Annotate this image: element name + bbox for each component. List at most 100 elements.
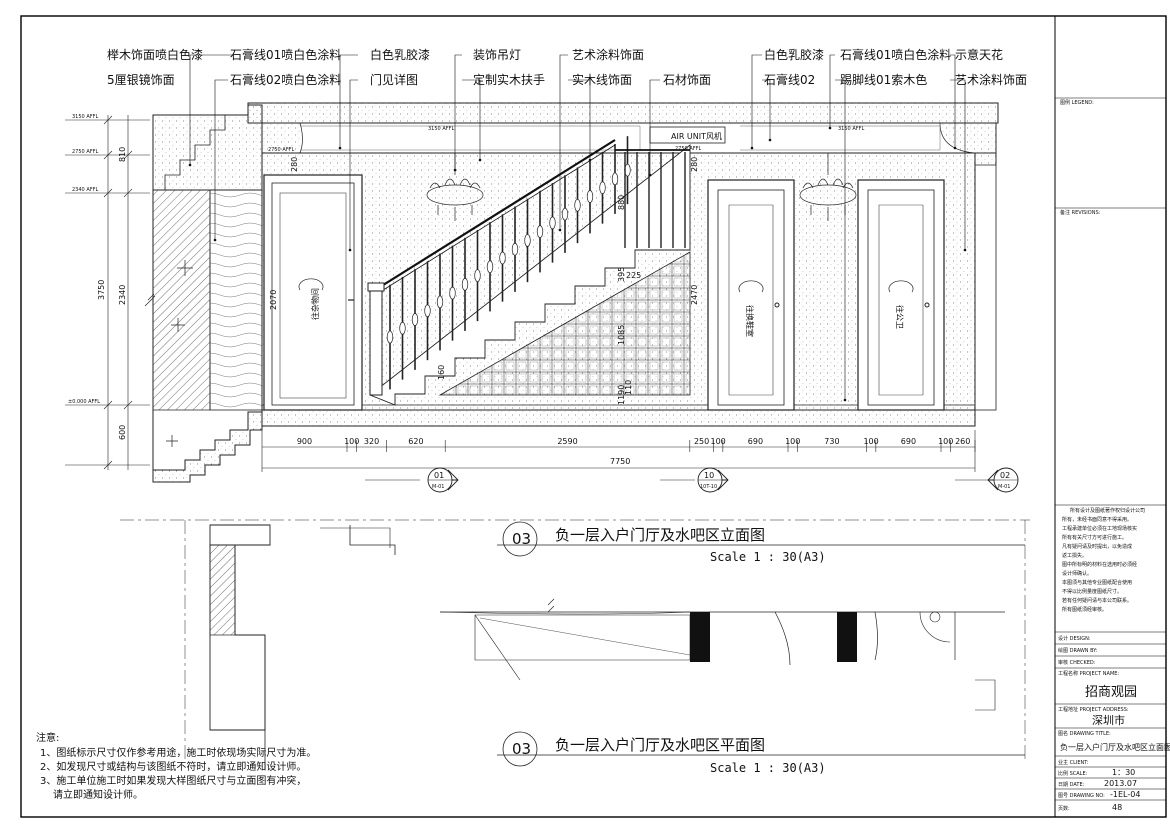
elevation-scale: Scale 1 : 30(A3) bbox=[710, 550, 826, 564]
tb-project-label: 工程名称 PROJECT NAME: bbox=[1058, 670, 1119, 677]
tb-title-label: 图名 DRAWING TITLE: bbox=[1058, 730, 1111, 737]
bottom-dim-label: 260 bbox=[955, 437, 970, 446]
svg-text:所有图纸须经审核。: 所有图纸须经审核。 bbox=[1062, 606, 1107, 613]
svg-text:03: 03 bbox=[512, 530, 531, 548]
baluster-bulb bbox=[574, 198, 581, 212]
dim-1190: 1190 bbox=[617, 385, 626, 405]
dim-110: 110 bbox=[624, 380, 633, 395]
callout-white-latex-right: 白色乳胶漆 bbox=[764, 47, 824, 62]
svg-text:返工损失。: 返工损失。 bbox=[1062, 552, 1087, 559]
callout-wood-line: 实木线饰面 bbox=[572, 72, 632, 87]
level-3150-right: 3150 AFFL bbox=[838, 126, 864, 132]
callout-art-paint: 艺术涂料饰面 bbox=[572, 47, 644, 62]
svg-text:往公卫: 往公卫 bbox=[895, 305, 905, 329]
svg-text:所有，未经书面同意不得采用。: 所有，未经书面同意不得采用。 bbox=[1062, 516, 1132, 523]
svg-text:往换鞋室: 往换鞋室 bbox=[745, 305, 755, 337]
baluster-bulb bbox=[611, 172, 619, 186]
bottom-dimension-lines bbox=[261, 430, 976, 472]
callout-leaders bbox=[189, 54, 966, 400]
note-1: 1、图纸标示尺寸仅作参考用途，施工时依现场实际尺寸为准。 bbox=[40, 746, 316, 759]
callout-skirting: 踢脚线01索木色 bbox=[840, 72, 927, 87]
plan-column-left bbox=[690, 612, 710, 662]
callout-plaster-line-02-right: 石膏线02 bbox=[764, 72, 815, 87]
svg-text:凡有疑问请及时提出，以免造成: 凡有疑问请及时提出，以免造成 bbox=[1062, 543, 1132, 550]
bottom-dim-label: 730 bbox=[824, 437, 839, 446]
callout-silver-mirror: 5厘银镜饰面 bbox=[107, 72, 175, 87]
bottom-dim-label: 690 bbox=[901, 437, 916, 446]
dim-395: 395 bbox=[617, 267, 626, 282]
callout-dots bbox=[188, 126, 967, 402]
bottom-dim-label: 900 bbox=[297, 437, 312, 446]
elevation-title-text: 负一层入户门厅及水吧区立面图 bbox=[555, 526, 765, 544]
tb-address: 深圳市 bbox=[1092, 713, 1125, 727]
notes-heading: 注意: bbox=[36, 731, 59, 744]
notes: 注意: 1、图纸标示尺寸仅作参考用途，施工时依现场实际尺寸为准。 2、如发现尺寸… bbox=[36, 731, 316, 801]
dim-3750: 3750 bbox=[97, 280, 106, 300]
section-marker-01: 01 M-01 bbox=[365, 467, 459, 493]
plan-scale: Scale 1 : 30(A3) bbox=[710, 761, 826, 775]
callout-plaster-line-02: 石膏线02喷白色涂料 bbox=[230, 72, 341, 87]
baluster-bulb bbox=[449, 286, 456, 300]
air-unit-label: AIR UNIT风机 bbox=[671, 131, 722, 141]
tb-page: 48 bbox=[1112, 803, 1122, 812]
door-storage bbox=[263, 174, 363, 411]
baluster-bulb bbox=[599, 181, 606, 195]
title-block: 图例 LEGEND: 备注 REVISIONS: 所有设计及图纸著作权归设计公司… bbox=[1054, 15, 1170, 818]
baluster-bulb bbox=[511, 242, 519, 256]
tb-address-label: 工程地址 PROJECT ADDRESS: bbox=[1058, 706, 1129, 713]
bottom-dim-label: 100 bbox=[938, 437, 953, 446]
svg-text:图中所标明的材料在选用时必须经: 图中所标明的材料在选用时必须经 bbox=[1062, 561, 1137, 568]
tb-legend: 图例 LEGEND: bbox=[1060, 99, 1094, 106]
plan-column-right bbox=[837, 612, 857, 662]
tb-drawn: 绘图 DRAWN BY: bbox=[1058, 647, 1098, 654]
door-shoe-room bbox=[707, 179, 795, 411]
dim-160: 160 bbox=[437, 365, 446, 380]
bottom-dim-label: 250 bbox=[694, 437, 709, 446]
dim-880: 880 bbox=[617, 195, 626, 210]
dim-280-right: 280 bbox=[690, 157, 699, 172]
tb-project: 招商观园 bbox=[1085, 685, 1137, 700]
svg-text:03: 03 bbox=[512, 740, 531, 758]
svg-text:M-01: M-01 bbox=[998, 484, 1010, 490]
tb-page-label: 页数: bbox=[1058, 805, 1070, 812]
plan-title-text: 负一层入户门厅及水吧区平面图 bbox=[555, 736, 765, 754]
svg-text:10T-10: 10T-10 bbox=[700, 484, 717, 490]
left-level-markers bbox=[65, 115, 150, 470]
dim-600: 600 bbox=[118, 425, 127, 440]
baluster-bulb bbox=[586, 190, 594, 203]
section-marker-10: 10 10T-10 bbox=[660, 467, 729, 493]
dim-2470: 2470 bbox=[690, 285, 699, 305]
baluster-bulb bbox=[561, 207, 569, 221]
tb-checked: 审核 CHECKED: bbox=[1058, 659, 1096, 666]
door-label-toilet: 往公卫 bbox=[888, 280, 914, 329]
level-3150: 3150 AFFL bbox=[72, 114, 98, 120]
baluster-bulb bbox=[499, 251, 506, 265]
svg-text:往杂物间: 往杂物间 bbox=[310, 288, 320, 320]
baluster-bulb bbox=[411, 313, 419, 326]
tb-scale-label: 比例 SCALE: bbox=[1058, 770, 1088, 777]
veneer-panel bbox=[209, 189, 263, 411]
callout-handrail: 定制实木扶手 bbox=[473, 72, 545, 87]
section-marker-02: 02 M-01 bbox=[955, 467, 1019, 493]
tb-spec-lines: 所有设计及图纸著作权归设计公司 所有，未经书面同意不得采用。 工程承建单位必须在… bbox=[1062, 507, 1145, 613]
dim-2070: 2070 bbox=[269, 290, 278, 310]
dim-225: 225 bbox=[626, 271, 641, 280]
bottom-dim-label: 690 bbox=[748, 437, 763, 446]
dim-1085: 1085 bbox=[617, 325, 626, 345]
callout-stone: 石材饰面 bbox=[663, 73, 711, 87]
tb-client-label: 业主 CLIENT: bbox=[1058, 759, 1089, 766]
bottom-dim-label: 100 bbox=[785, 437, 800, 446]
dim-280-left: 280 bbox=[290, 157, 299, 172]
elevation-title: 03 负一层入户门厅及水吧区立面图 Scale 1 : 30(A3) bbox=[497, 521, 1025, 564]
chandelier-right-icon bbox=[799, 153, 857, 221]
level-3150-left: 3150 AFFL bbox=[428, 126, 454, 132]
bottom-dim-label: 2590 bbox=[557, 437, 577, 446]
dim-total-7750: 7750 bbox=[610, 457, 630, 466]
tb-design: 设计 DESIGN: bbox=[1058, 635, 1091, 642]
note-3-cont: 请立即通知设计师。 bbox=[53, 788, 143, 801]
note-3: 3、施工单位施工时如果发现大样图纸尺寸与立面图有冲突， bbox=[40, 774, 306, 787]
tb-date-label: 日期 DATE: bbox=[1058, 782, 1085, 788]
baluster-bulb bbox=[386, 330, 394, 344]
elevation-view: AIR UNIT风机 3150 AFFL 3150 AFFL 2750 AFFL… bbox=[65, 47, 1027, 493]
staircase bbox=[367, 136, 691, 406]
